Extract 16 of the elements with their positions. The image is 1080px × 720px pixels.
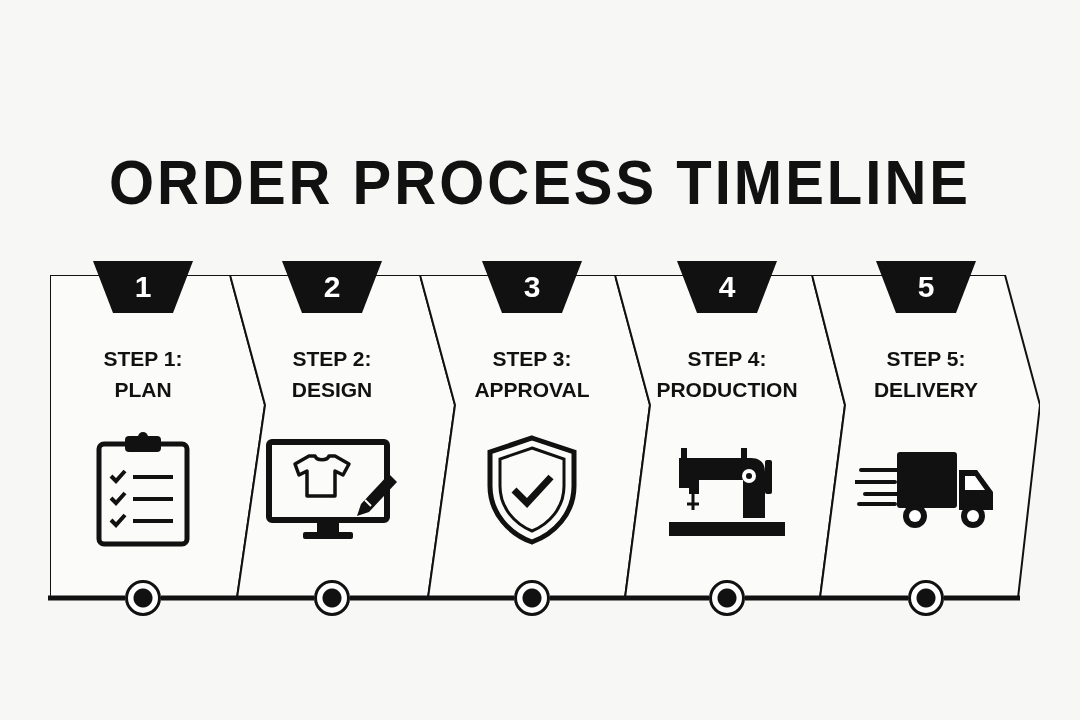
step-title: STEP 3: APPROVAL [473,346,591,403]
timeline-line [550,595,709,601]
title: ORDER PROCESS TIMELINE [109,144,971,219]
timeline-line [161,595,314,601]
step-title: STEP 5: DELIVERY [873,346,979,403]
timeline-dot [514,580,550,616]
step-title: STEP 1: PLAN [102,346,184,403]
step-title: STEP 2: DESIGN [290,346,374,403]
timeline-line [745,595,908,601]
timeline-line [350,595,514,601]
timeline-dot [908,580,944,616]
timeline-dot [709,580,745,616]
timeline-dot [314,580,350,616]
step-chevron-panel [812,275,1040,598]
step-title: STEP 4: PRODUCTION [655,346,799,403]
timeline-dot [125,580,161,616]
